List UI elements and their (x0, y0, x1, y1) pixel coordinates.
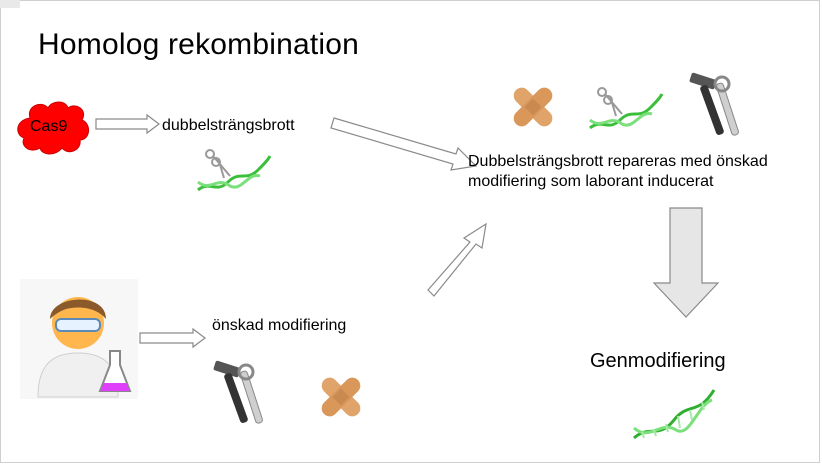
scientist-icon (20, 279, 138, 399)
cas9-cloud: Cas9 (16, 100, 92, 156)
dna-scissors-icon (196, 146, 272, 196)
result-label: Genmodifiering (590, 350, 726, 372)
arrow-scientist-to-modification (139, 327, 207, 349)
cas9-label: Cas9 (30, 118, 68, 135)
dna-helix-icon (632, 380, 716, 444)
repair-text: Dubbelsträngsbrott repareras med önskad … (468, 153, 768, 190)
double-strand-break-label: dubbelsträngsbrott (162, 117, 295, 134)
hammer-wrench-icon-bottom (212, 360, 276, 428)
big-down-arrow (652, 207, 720, 319)
desired-modification-label: önskad modifiering (212, 317, 347, 334)
hammer-wrench-icon (688, 72, 752, 140)
arrow-cas9-to-break (95, 113, 161, 135)
arrow-modification-to-repair (426, 222, 490, 298)
corner-shadow (0, 0, 20, 8)
dna-scissors-icon-top (588, 84, 664, 134)
slide-title: Homolog rekombination (38, 28, 360, 61)
bandage-icon (508, 84, 558, 130)
arrow-break-to-repair (330, 116, 480, 174)
bandage-icon-bottom (316, 374, 366, 420)
